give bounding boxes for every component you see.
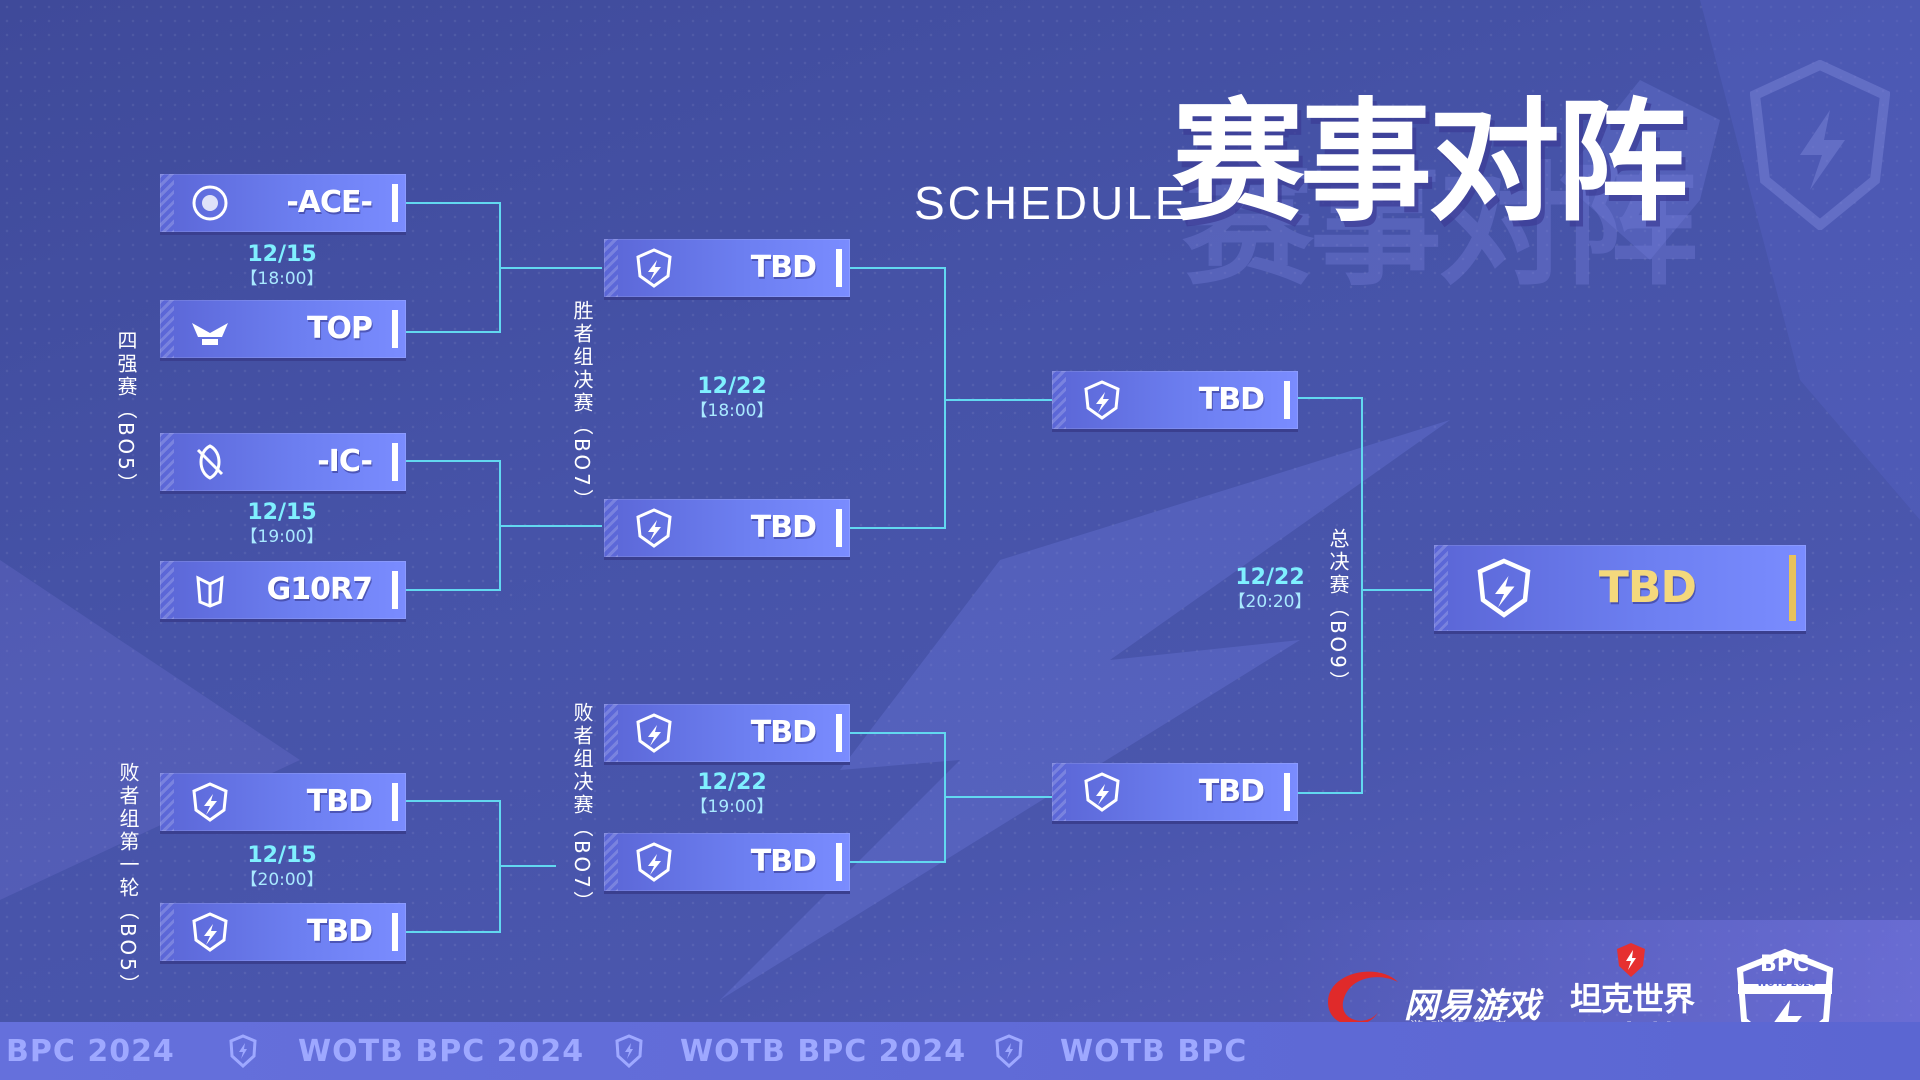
team-name: TBD [1598, 562, 1697, 613]
bpc-shield-icon [1084, 380, 1120, 420]
match-time: 【19:00】 [690, 797, 774, 817]
bpc-shield-icon [1084, 772, 1120, 812]
team-name: TBD [750, 250, 817, 285]
bpc-logo-text: BPC [1760, 952, 1810, 977]
team-bar [392, 571, 398, 609]
match-date: 12/22 [1235, 565, 1305, 590]
bg-shield-icon [1750, 60, 1890, 230]
team-bar [836, 509, 842, 547]
footer-strip [0, 1022, 1920, 1080]
team-name: TBD [750, 715, 817, 750]
match-time: 【18:00】 [240, 269, 324, 289]
footer-text: BPC 2024 [6, 1034, 175, 1069]
team-name: TBD [750, 510, 817, 545]
bpc-logo-sub: WOTB 2024 [1757, 979, 1816, 989]
bpc-shield-icon [636, 248, 672, 288]
team-bar [392, 783, 398, 821]
team-slot-losers-final-a[interactable]: TBD [604, 704, 850, 762]
team-slot-losers-r1-a[interactable]: TBD [160, 773, 406, 831]
team-name: -ACE- [286, 185, 373, 220]
round-label-losers-final: 败者组决赛（BO7） [570, 702, 594, 914]
team-bar [836, 843, 842, 881]
netease-brand: 网易游戏 [1404, 986, 1540, 1026]
match-date: 12/15 [247, 843, 317, 868]
bpc-shield-icon [1477, 558, 1531, 618]
team-slot-top[interactable]: TOP [160, 300, 406, 358]
ic-logo-icon [196, 444, 224, 480]
match-date-q1: 12/15 【18:00】 [202, 242, 362, 290]
top-logo-icon [192, 323, 228, 345]
footer-shield-icon [995, 1034, 1023, 1068]
team-name: TBD [1198, 774, 1265, 809]
team-name: TBD [1198, 382, 1265, 417]
team-bar [836, 714, 842, 752]
team-slot-ic[interactable]: -IC- [160, 433, 406, 491]
footer-shield-icon [615, 1034, 643, 1068]
match-date-losers-r1: 12/15 【20:00】 [202, 843, 362, 891]
bpc-shield-icon [636, 842, 672, 882]
match-date-q2: 12/15 【19:00】 [202, 500, 362, 548]
match-time: 【20:00】 [240, 870, 324, 890]
match-date: 12/15 [247, 500, 317, 525]
team-slot-ace[interactable]: -ACE- [160, 174, 406, 232]
team-slot-grand-final-b[interactable]: TBD [1052, 763, 1298, 821]
page-title: 赛事对阵 [1172, 86, 1688, 240]
match-time: 【19:00】 [240, 527, 324, 547]
match-date: 12/22 [697, 770, 767, 795]
wotb-shield-icon [1617, 943, 1645, 977]
team-name: -IC- [317, 444, 373, 479]
round-label-losers-round1: 败者组第一轮（BO5） [116, 762, 140, 997]
round-label-grand-final: 总决赛（BO9） [1326, 528, 1350, 694]
team-name: TOP [307, 311, 373, 346]
team-bar [392, 913, 398, 951]
team-name: TBD [306, 784, 373, 819]
match-date-grand-final: 12/22 【20:20】 [1190, 565, 1350, 613]
round-label-quarterfinal: 四强赛（BO5） [114, 330, 138, 496]
match-date-winners-final: 12/22 【18:00】 [652, 374, 812, 422]
team-slot-g10r7[interactable]: G10R7 [160, 561, 406, 619]
team-bar [836, 249, 842, 287]
footer-text: WOTB BPC [1060, 1034, 1248, 1069]
team-name: G10R7 [266, 572, 373, 607]
round-label-winners-final: 胜者组决赛（BO7） [570, 300, 594, 512]
page-subtitle: SCHEDULE [914, 177, 1189, 229]
footer-shield-icon [229, 1034, 257, 1068]
match-date-losers-final: 12/22 【19:00】 [652, 770, 812, 818]
page-title-shadow: 赛事对阵 [1182, 150, 1698, 304]
team-name: TBD [306, 914, 373, 949]
team-slot-champion[interactable]: TBD [1434, 545, 1806, 631]
team-bar [392, 310, 398, 348]
match-time: 【20:20】 [1228, 592, 1312, 612]
team-slot-losers-r1-b[interactable]: TBD [160, 903, 406, 961]
team-bar [392, 443, 398, 481]
team-slot-losers-final-b[interactable]: TBD [604, 833, 850, 891]
footer-text: WOTB BPC 2024 [298, 1034, 585, 1069]
bpc-shield-icon [636, 508, 672, 548]
team-slot-grand-final-a[interactable]: TBD [1052, 371, 1298, 429]
team-bar [392, 184, 398, 222]
team-bar [1789, 555, 1796, 621]
bpc-shield-icon [192, 782, 228, 822]
team-bar [1284, 381, 1290, 419]
bpc-shield-icon [192, 912, 228, 952]
ace-logo-icon [192, 185, 228, 221]
team-slot-winners-final-b[interactable]: TBD [604, 499, 850, 557]
team-slot-winners-final-a[interactable]: TBD [604, 239, 850, 297]
footer-text: WOTB BPC 2024 [680, 1034, 967, 1069]
match-date: 12/22 [697, 374, 767, 399]
match-time: 【18:00】 [690, 401, 774, 421]
match-date: 12/15 [247, 242, 317, 267]
netease-logo-icon [1328, 971, 1398, 1026]
bpc-shield-icon [636, 713, 672, 753]
g10r7-logo-icon [196, 575, 224, 608]
team-bar [1284, 773, 1290, 811]
wotb-brand-line1: 坦克世界 [1570, 980, 1695, 1018]
team-name: TBD [750, 844, 817, 879]
